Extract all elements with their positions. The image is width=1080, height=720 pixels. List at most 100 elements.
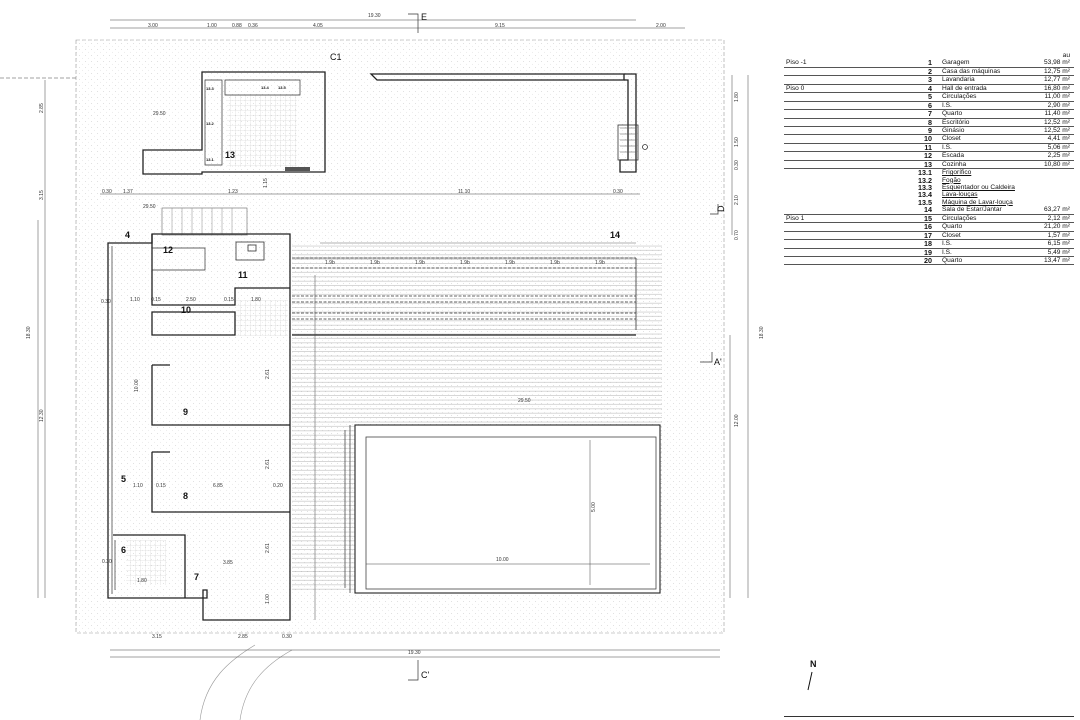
- room-name: Circulações: [942, 214, 977, 222]
- dim-right-7: 12.00: [734, 414, 740, 427]
- room-number: 19: [924, 247, 932, 257]
- swimming-pool: [344, 424, 661, 594]
- section-label-c1: C1: [330, 52, 342, 62]
- room-number: 13: [924, 159, 932, 169]
- room-area: 11,40 m²: [1044, 110, 1070, 118]
- room-label-6: 6: [121, 545, 126, 555]
- room-number: 10: [924, 134, 932, 144]
- section-markers: [408, 13, 719, 681]
- level-marker-1: 29.50: [153, 111, 166, 117]
- fixture-label-13-3: 13.3: [206, 86, 215, 91]
- room-number: 11: [924, 142, 932, 152]
- room-name: Máquina de Lavar-louça: [942, 198, 1013, 206]
- room-name: Garagem: [942, 59, 970, 67]
- dim-int-b2: 0.15: [156, 483, 166, 489]
- room-label-11: 11: [238, 270, 248, 280]
- dim-left-2: 3.15: [39, 190, 45, 200]
- room-number: 2: [928, 66, 932, 76]
- dim-int-a1: 0.30: [101, 299, 111, 305]
- dim-int-c1: 0.30: [102, 559, 112, 565]
- fixture-label-13-5: 13.5: [278, 85, 287, 90]
- dim-pool-height: 5.00: [591, 502, 597, 512]
- room-number: 6: [928, 100, 932, 110]
- room-name: Closet: [942, 231, 961, 239]
- dim-right-1: 1.80: [734, 92, 740, 102]
- dim-int-v5: 1.00: [265, 594, 271, 604]
- room-label-4: 4: [125, 230, 130, 240]
- room-number: 18: [924, 239, 932, 249]
- room-number: 13.3: [918, 183, 932, 192]
- dim-top-5: 4.05: [313, 23, 323, 29]
- kitchen-block: [142, 71, 326, 175]
- room-name: Ginásio: [942, 126, 965, 134]
- room-area: 1,57 m²: [1047, 231, 1070, 239]
- dim-left-1: 2.85: [39, 103, 45, 113]
- dim-top-4: 0.36: [248, 23, 258, 29]
- room-label-5: 5: [121, 474, 126, 484]
- staircase: [161, 207, 248, 236]
- dim-beam-2: 1.9b: [370, 260, 380, 266]
- dim-bottom-overall: 19.30: [408, 650, 421, 656]
- dim-bottom-1: 3.15: [152, 634, 162, 640]
- dim-row-6: 0.30: [613, 189, 623, 195]
- room-area: 12,52 m²: [1043, 126, 1070, 134]
- room-number: 14: [924, 205, 932, 215]
- floor-label: Piso 1: [786, 214, 805, 222]
- dim-row-3: 1.23: [228, 189, 238, 195]
- room-name: Closet: [942, 135, 961, 143]
- dim-beam-4: 1.9b: [460, 260, 470, 266]
- dim-pool-width: 10.00: [496, 557, 509, 563]
- room-name: Fogão: [942, 176, 961, 184]
- room-label-12: 12: [163, 245, 173, 255]
- fixture-label-13-4: 13.4: [261, 85, 270, 90]
- dim-row-1: 0.30: [102, 189, 112, 195]
- room-area: 13,47 m²: [1043, 256, 1070, 264]
- dim-beam-1: 1.9b: [325, 260, 335, 266]
- room-name: I.S.: [942, 101, 952, 109]
- room-name: Lavandaria: [942, 76, 975, 84]
- dim-right-5: 0.70: [734, 230, 740, 240]
- dim-top-1: 3.00: [148, 23, 158, 29]
- dim-right-2: 1.50: [734, 137, 740, 147]
- room-number: 20: [924, 255, 932, 265]
- dim-int-v4: 2.61: [265, 543, 271, 553]
- bottom-rule: [784, 716, 1074, 717]
- room-name: I.S.: [942, 240, 952, 248]
- dim-int-a4: 2.50: [186, 297, 196, 303]
- north-label: N: [810, 659, 817, 669]
- level-marker-2: 29.50: [143, 204, 156, 210]
- dim-left-4: 12.30: [39, 409, 45, 422]
- room-label-10: 10: [181, 305, 191, 315]
- section-label-c-prime: C': [421, 670, 429, 680]
- room-number: 1: [928, 58, 932, 68]
- room-name: I.S.: [942, 143, 952, 151]
- room-name: Cozinha: [942, 160, 967, 168]
- section-label-d: D: [716, 205, 726, 212]
- room-label-8: 8: [183, 491, 188, 501]
- dim-int-b4: 0.20: [273, 483, 283, 489]
- room-number: 13.4: [918, 190, 932, 200]
- dim-top-7: 2.00: [656, 23, 666, 29]
- room-area: 6,15 m²: [1047, 240, 1070, 248]
- dim-beam-6: 1.9b: [550, 260, 560, 266]
- level-marker-3: 29.50: [518, 398, 531, 404]
- dim-int-v2: 2.61: [265, 369, 271, 379]
- dim-top-2: 1.00: [207, 23, 217, 29]
- section-label-a-prime: A': [714, 357, 722, 367]
- room-area: 21,20 m²: [1043, 223, 1070, 231]
- dim-top-3: 0.88: [232, 23, 242, 29]
- room-area: 63,27 m²: [1043, 206, 1070, 214]
- dim-beam-3: 1.9b: [415, 260, 425, 266]
